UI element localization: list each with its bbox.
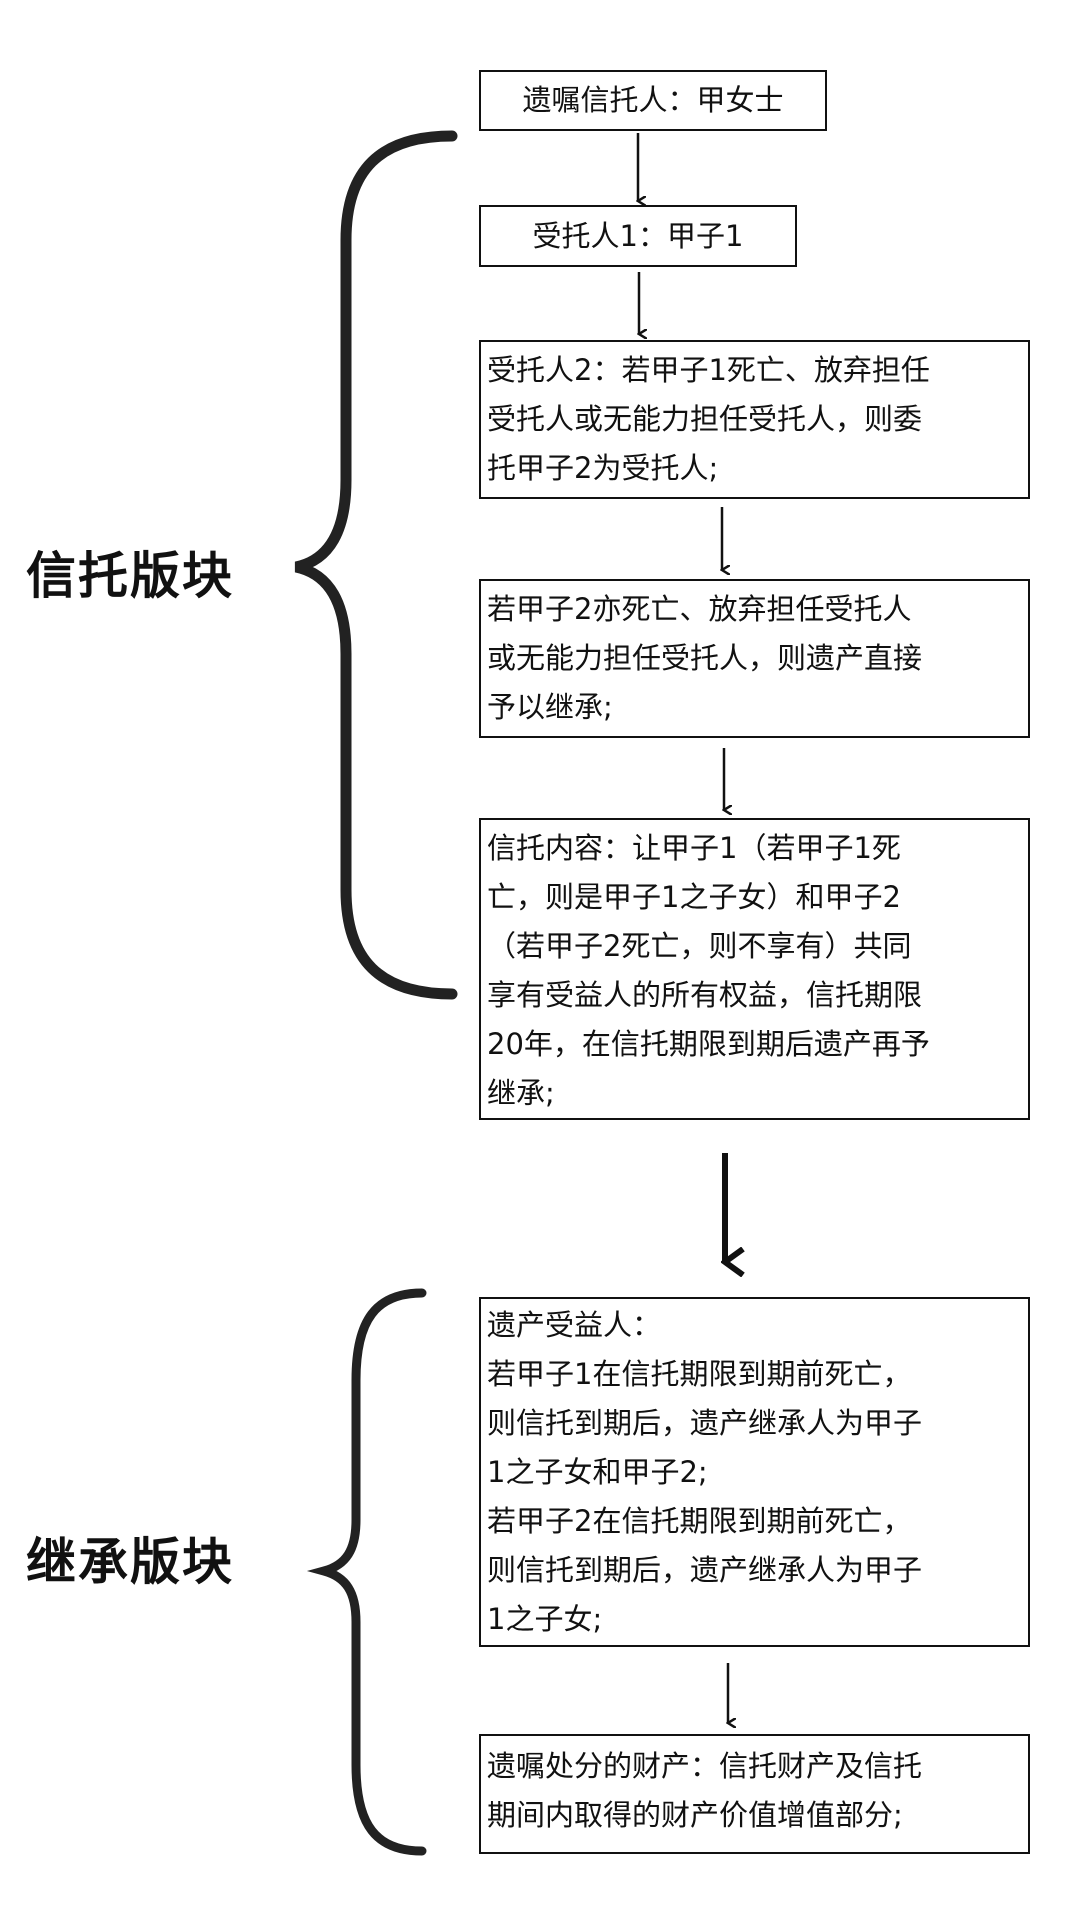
box-line: 亡，则是甲子1之子女）和甲子2 (487, 880, 901, 914)
box-line: 则信托到期后，遗产继承人为甲子 (487, 1406, 923, 1440)
box-line: 期间内取得的财产价值增值部分; (487, 1798, 903, 1832)
brace-inheritance (306, 1288, 427, 1856)
box-line: 信托内容：让甲子1（若甲子1死 (487, 831, 901, 865)
box-line: 则信托到期后，遗产继承人为甲子 (487, 1553, 923, 1587)
box-line: 20年，在信托期限到期后遗产再予 (487, 1027, 930, 1061)
box-testator: 遗嘱信托人：甲女士 (479, 70, 827, 131)
box-line: 受托人或无能力担任受托人，则委 (487, 402, 923, 436)
box-trust-content: 信托内容：让甲子1（若甲子1死 亡，则是甲子1之子女）和甲子2 （若甲子2死亡，… (479, 818, 1030, 1120)
box-line: （若甲子2死亡，则不享有）共同 (487, 929, 912, 963)
box-line: 受托人1：甲子1 (532, 218, 744, 253)
box-line: 1之子女; (487, 1602, 603, 1636)
box-line: 若甲子2亦死亡、放弃担任受托人 (487, 592, 912, 626)
box-line: 或无能力担任受托人，则遗产直接 (487, 641, 923, 675)
box-trustee-2: 受托人2：若甲子1死亡、放弃担任 受托人或无能力担任受托人，则委 托甲子2为受托… (479, 340, 1030, 499)
section-label-trust: 信托版块 (26, 547, 234, 605)
box-line: 受托人2：若甲子1死亡、放弃担任 (487, 353, 930, 387)
box-line: 1之子女和甲子2; (487, 1455, 708, 1489)
box-line: 遗产受益人： (487, 1308, 662, 1342)
box-trustee-1: 受托人1：甲子1 (479, 205, 797, 267)
brace-trust (294, 130, 458, 1000)
box-disposed-property: 遗嘱处分的财产：信托财产及信托 期间内取得的财产价值增值部分; (479, 1734, 1030, 1854)
box-line: 遗嘱信托人：甲女士 (522, 83, 784, 117)
box-line: 继承; (487, 1076, 555, 1110)
section-label-inheritance: 继承版块 (26, 1533, 234, 1591)
box-line: 若甲子2在信托期限到期前死亡， (487, 1504, 912, 1538)
box-line: 若甲子1在信托期限到期前死亡， (487, 1357, 912, 1391)
box-line: 享有受益人的所有权益，信托期限 (487, 978, 923, 1012)
box-fallback-inheritance: 若甲子2亦死亡、放弃担任受托人 或无能力担任受托人，则遗产直接 予以继承; (479, 579, 1030, 738)
box-line: 予以继承; (487, 690, 613, 724)
box-line: 托甲子2为受托人; (487, 451, 719, 485)
box-line: 遗嘱处分的财产：信托财产及信托 (487, 1749, 923, 1783)
box-beneficiaries: 遗产受益人： 若甲子1在信托期限到期前死亡， 则信托到期后，遗产继承人为甲子 1… (479, 1297, 1030, 1647)
